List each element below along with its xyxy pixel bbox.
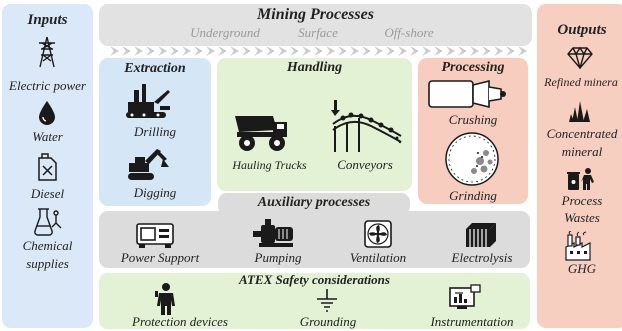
power-pylon-icon bbox=[39, 36, 55, 68]
output-label-wastes: Wastes bbox=[564, 210, 600, 225]
atex-title: ATEX Safety considerations bbox=[239, 272, 390, 287]
extraction-label-digging: Digging bbox=[133, 185, 177, 200]
extraction-title: Extraction bbox=[124, 61, 186, 76]
processing-title: Processing bbox=[441, 60, 505, 75]
input-label-electric-power: Electric power bbox=[9, 78, 86, 93]
outputs-title: Outputs bbox=[557, 22, 607, 38]
diamond-icon bbox=[567, 47, 593, 69]
output-label-refined-mineral: Refined minera bbox=[544, 75, 618, 89]
inputs-title: Inputs bbox=[27, 12, 68, 28]
waste-disposal-icon bbox=[567, 168, 594, 190]
crusher-icon bbox=[428, 79, 506, 109]
input-label-chemical: Chemical bbox=[22, 238, 73, 253]
fuel-can-icon bbox=[38, 153, 57, 181]
auxiliary-label-ventilation: Ventilation bbox=[349, 250, 407, 265]
input-label-diesel: Diesel bbox=[30, 186, 65, 201]
auxiliary-label-electrolysis: Electrolysis bbox=[451, 250, 513, 265]
instrument-monitor-icon bbox=[449, 284, 481, 309]
atex-label-grounding: Grounding bbox=[299, 314, 357, 329]
outputs-panel bbox=[537, 4, 622, 328]
handling-title: Handling bbox=[286, 60, 343, 75]
generator-icon bbox=[136, 223, 174, 248]
processing-label-crushing: Crushing bbox=[448, 112, 498, 127]
lab-flask-icon bbox=[34, 208, 62, 236]
output-label-concentrated: Concentrated bbox=[546, 126, 618, 141]
mining-subtitle-surface: Surface bbox=[298, 25, 338, 40]
mining-processes-panel bbox=[99, 4, 532, 46]
flow-arrows bbox=[110, 46, 527, 56]
fan-icon bbox=[364, 220, 392, 248]
mining-processes-title: Mining Processes bbox=[257, 6, 374, 23]
drilling-rig-icon bbox=[126, 84, 170, 118]
mineral-crystal-icon bbox=[569, 101, 590, 122]
extraction-panel bbox=[99, 58, 211, 206]
atex-label-instrumentation: Instrumentation bbox=[430, 314, 514, 329]
pump-icon bbox=[253, 219, 293, 247]
auxiliary-header-tab bbox=[218, 193, 410, 215]
auxiliary-title: Auxiliary processes bbox=[257, 195, 371, 210]
extraction-label-drilling: Drilling bbox=[134, 124, 176, 139]
water-drop-icon bbox=[39, 101, 55, 125]
mining-subtitle-underground: Underground bbox=[190, 25, 260, 40]
handling-label-conveyors: Conveyors bbox=[337, 157, 393, 172]
protective-suit-icon bbox=[155, 283, 175, 315]
excavator-icon bbox=[128, 149, 169, 180]
atex-label-protection-devices: Protection devices bbox=[132, 314, 228, 329]
auxiliary-label-pumping: Pumping bbox=[254, 250, 302, 265]
grinding-mill-icon bbox=[445, 132, 499, 186]
input-label-water: Water bbox=[32, 129, 63, 144]
output-label-process: Process bbox=[561, 193, 603, 208]
handling-label-hauling-trucks: Hauling Trucks bbox=[232, 158, 307, 172]
ground-symbol-icon bbox=[317, 289, 337, 312]
mining-subtitle-offshore: Off-shore bbox=[384, 25, 434, 40]
output-label-ghg: GHG bbox=[567, 261, 597, 276]
output-label-mineral: mineral bbox=[561, 144, 603, 159]
auxiliary-label-power-support: Power Support bbox=[120, 250, 200, 265]
electrolysis-cell-icon bbox=[466, 223, 496, 247]
processing-label-grinding: Grinding bbox=[449, 188, 497, 203]
haul-truck-icon bbox=[235, 116, 287, 151]
factory-emissions-icon bbox=[565, 231, 591, 261]
conveyor-icon bbox=[331, 100, 402, 152]
input-label-supplies: supplies bbox=[26, 256, 69, 271]
